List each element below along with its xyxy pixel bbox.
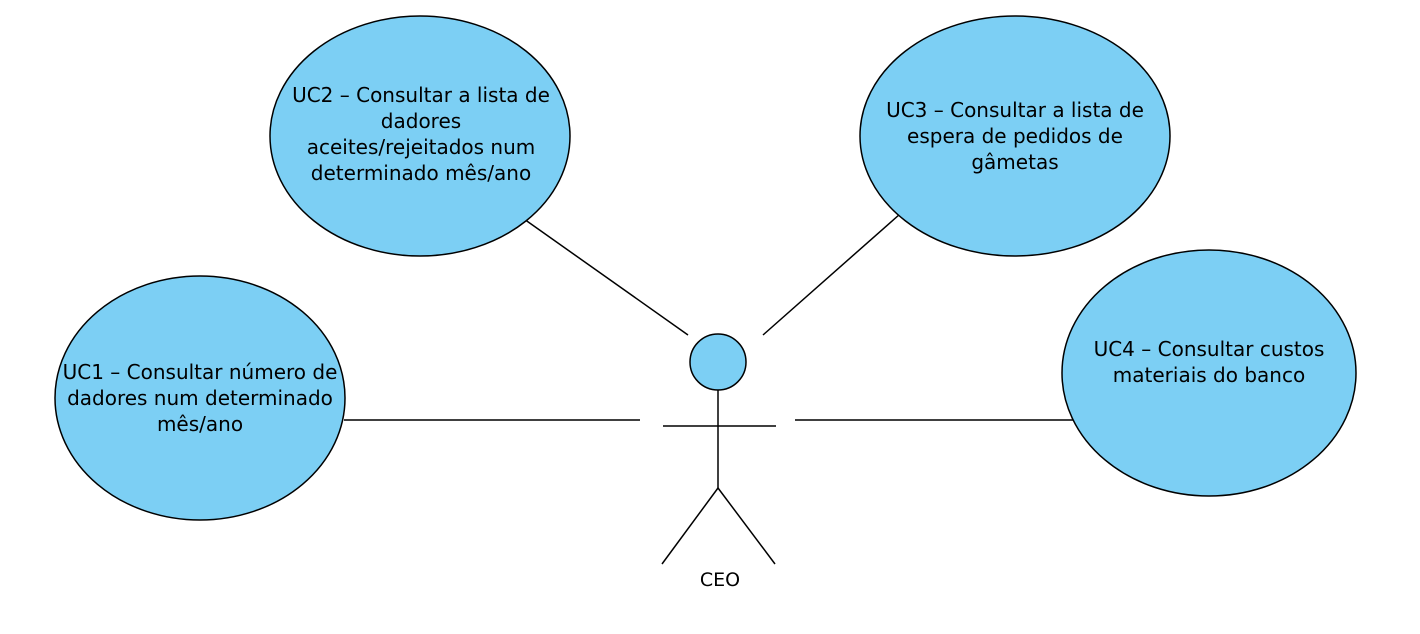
use-case-uc1-label: UC1 – Consultar número de dadores num de… [62, 360, 338, 436]
actor-ceo[interactable] [661, 333, 776, 565]
association-uc3-ceo [762, 213, 901, 336]
actor-head [689, 333, 747, 391]
use-case-uc4-label: UC4 – Consultar custos materiais do banc… [1093, 337, 1325, 387]
use-case-uc1[interactable] [54, 275, 346, 521]
actor-left-leg [661, 487, 719, 565]
use-case-uc3-label: UC3 – Consultar a lista de espera de ped… [886, 98, 1144, 174]
actor-label: CEO [699, 569, 741, 591]
use-case-uc2[interactable] [269, 15, 571, 257]
actor-right-leg [717, 487, 776, 565]
use-case-uc3[interactable] [859, 15, 1171, 257]
use-case-uc2-label: UC2 – Consultar a lista de dadores aceit… [292, 83, 550, 185]
association-uc2-ceo [523, 218, 689, 336]
use-case-uc4[interactable] [1061, 249, 1357, 497]
